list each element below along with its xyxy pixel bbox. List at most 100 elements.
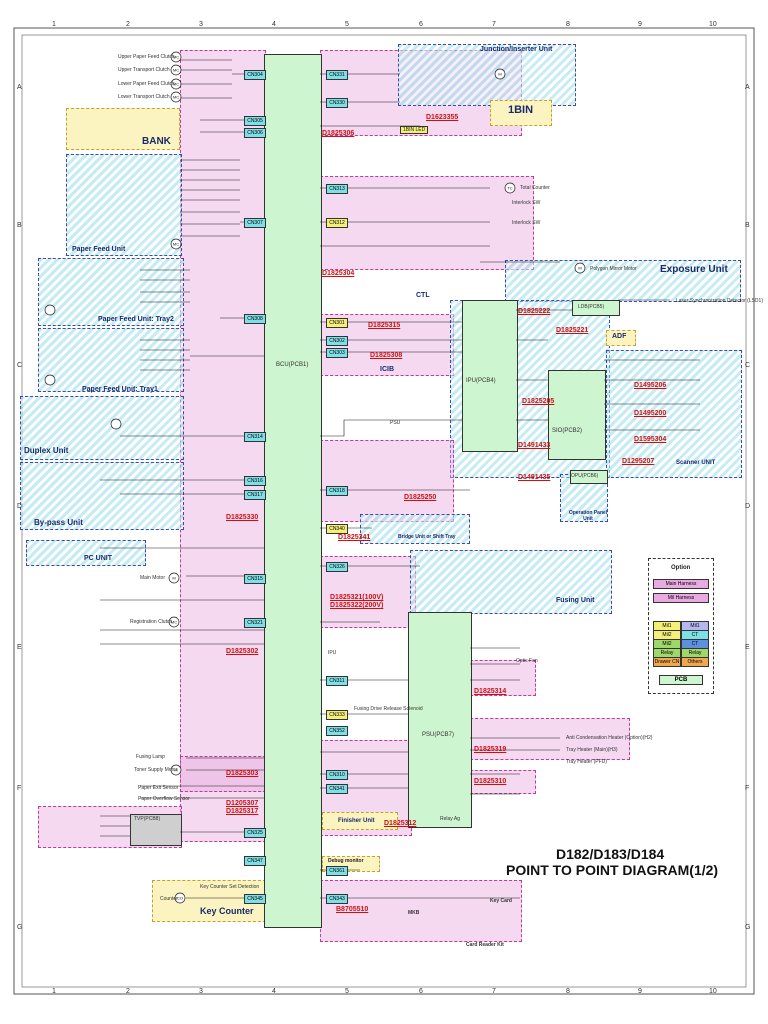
bcu-label: BCU(PCB1) (276, 362, 309, 368)
psu-board (408, 612, 472, 828)
bypass-label: By-pass Unit (34, 518, 83, 527)
lower-paper-feed-clutch-label: Lower Paper Feed Clutch (118, 81, 175, 87)
grid-row-b-left: B (17, 222, 22, 229)
grid-col-9-top: 9 (638, 21, 642, 28)
code-d1825317: D1825317 (226, 808, 259, 815)
bcu-cn310: CN310 (326, 770, 348, 780)
svg-text:TC: TC (507, 186, 512, 191)
bcu-cn316: CN316 (244, 476, 266, 486)
one-bin-zone (490, 100, 552, 126)
interlock-sw-label-1: Interlock SW (512, 200, 541, 206)
code-d1825250: D1825250 (404, 494, 437, 501)
bridge-zone (360, 514, 470, 544)
exposure-label: Exposure Unit (660, 264, 728, 275)
svg-text:MC: MC (173, 95, 179, 100)
bcu-cn306: CN306 (244, 128, 266, 138)
lower-transport-clutch-label: Lower Transport Clutch (118, 94, 170, 100)
bcu-cn307: CN307 (244, 218, 266, 228)
code-d1825341: D1825341 (338, 534, 371, 541)
bcu-board (264, 54, 322, 928)
registration-clutch-label: Registration Clutch (130, 619, 173, 625)
tray-heater-pfu-label: Tray Heater (PFU) (566, 759, 607, 765)
mid-zone (320, 440, 454, 522)
code-d1825308: D1825308 (370, 352, 403, 359)
diagram-title: POINT TO POINT DIAGRAM(1/2) (506, 862, 719, 878)
tvp-board (130, 814, 182, 846)
grid-row-f-left: F (17, 785, 22, 792)
grid-col-10-bottom: 10 (709, 988, 717, 995)
grid-col-9-bottom: 9 (638, 988, 642, 995)
exposure-zone (505, 260, 741, 302)
mkb-label: MKB (408, 910, 420, 916)
pc-unit-zone (26, 540, 146, 566)
code-d1825205: D1825205 (522, 398, 555, 405)
grid-col-1-bottom: 1 (52, 988, 56, 995)
polygon-motor-label: Polygon Mirror Motor (590, 266, 637, 272)
code-d1825322: D1825322(200V) (330, 602, 384, 609)
grid-col-3-bottom: 3 (199, 988, 203, 995)
card-reader-label: Card Reader Kit (466, 942, 504, 948)
bypass-zone (20, 462, 184, 530)
bcu-cn313: CN313 (326, 184, 348, 194)
key-counter-set-detection-label: Key Counter Set Detection (200, 884, 260, 890)
toner-supply-motor-label: Toner Supply Motor (134, 767, 178, 773)
paper-exit-sensor-label: Paper Exit Sensor (138, 785, 179, 791)
grid-row-e-left: E (17, 644, 22, 651)
legend-pcb: PCB (659, 675, 703, 685)
finisher-zone (322, 812, 398, 830)
total-counter-label: Total Counter (520, 185, 550, 191)
svg-text:MC: MC (173, 82, 179, 87)
code-d1623355: D1623355 (426, 114, 459, 121)
upper-transport-clutch-label: Upper Transport Clutch (118, 67, 170, 73)
grid-col-6-bottom: 6 (419, 988, 423, 995)
bcu-cn345: CN345 (244, 894, 266, 904)
upper-paper-feed-clutch-label: Upper Paper Feed Clutch (118, 54, 175, 60)
one-bin-led-label: 1BIN LED (400, 126, 429, 134)
grid-col-6-top: 6 (419, 21, 423, 28)
debug-label: Debug monitor (328, 858, 364, 864)
ctl-label: CTL (416, 292, 430, 299)
grid-col-8-top: 8 (566, 21, 570, 28)
bcu-cn352: CN352 (326, 726, 348, 736)
grid-row-d-right: D (745, 503, 751, 510)
grid-col-2-bottom: 2 (126, 988, 130, 995)
fusing-lamp-label: Fusing Lamp (136, 754, 165, 760)
bcu-cn304: CN304 (244, 70, 266, 80)
legend-drawer-cn: Drawer CN (653, 657, 681, 667)
svg-text:MC: MC (171, 620, 177, 625)
paper-overflow-sensor-label: Paper Overflow Sensor (138, 796, 190, 802)
svg-text:CO: CO (177, 896, 183, 901)
bcu-cn347: CN347 (244, 856, 266, 866)
grid-row-b-right: B (745, 222, 750, 229)
code-d1825221: D1825221 (556, 327, 589, 334)
bcu-cn326: CN326 (326, 562, 348, 572)
bcu-cn305: CN305 (244, 116, 266, 126)
relay-ag-label: Relay Ag (440, 816, 461, 822)
svg-text:M: M (498, 72, 501, 77)
ipu-board (462, 300, 518, 452)
bcu-cn330: CN330 (326, 98, 348, 108)
code-d1825319: D1825319 (474, 746, 507, 753)
tvp-label: TVP(PCB8) (134, 816, 161, 822)
grid-col-5-top: 5 (345, 21, 349, 28)
duplex-zone (20, 396, 184, 460)
scanner-label: Scanner UNIT (676, 460, 716, 466)
grid-row-a-right: A (745, 84, 750, 91)
junction-zone (398, 44, 576, 106)
code-d1595304: D1595304 (634, 436, 667, 443)
junction-label: Junction/Inserter Unit (480, 46, 553, 53)
grid-row-f-right: F (745, 785, 750, 792)
bcu-cn341: CN341 (326, 784, 348, 794)
code-d1495206: D1495206 (634, 382, 667, 389)
grid-col-8-bottom: 8 (566, 988, 570, 995)
svg-text:M: M (578, 266, 581, 271)
key-card-label: Key Card (490, 898, 512, 904)
svg-text:MC: MC (173, 242, 179, 247)
bcu-cn314: CN314 (244, 432, 266, 442)
code-d1205307: D1205307 (226, 800, 259, 807)
fusing-zone (410, 550, 612, 614)
bank-label: BANK (142, 136, 171, 147)
legend-main-harness: Main Harness (653, 579, 709, 589)
bcu-cn343: CN343 (326, 894, 348, 904)
grid-row-c-left: C (17, 362, 23, 369)
